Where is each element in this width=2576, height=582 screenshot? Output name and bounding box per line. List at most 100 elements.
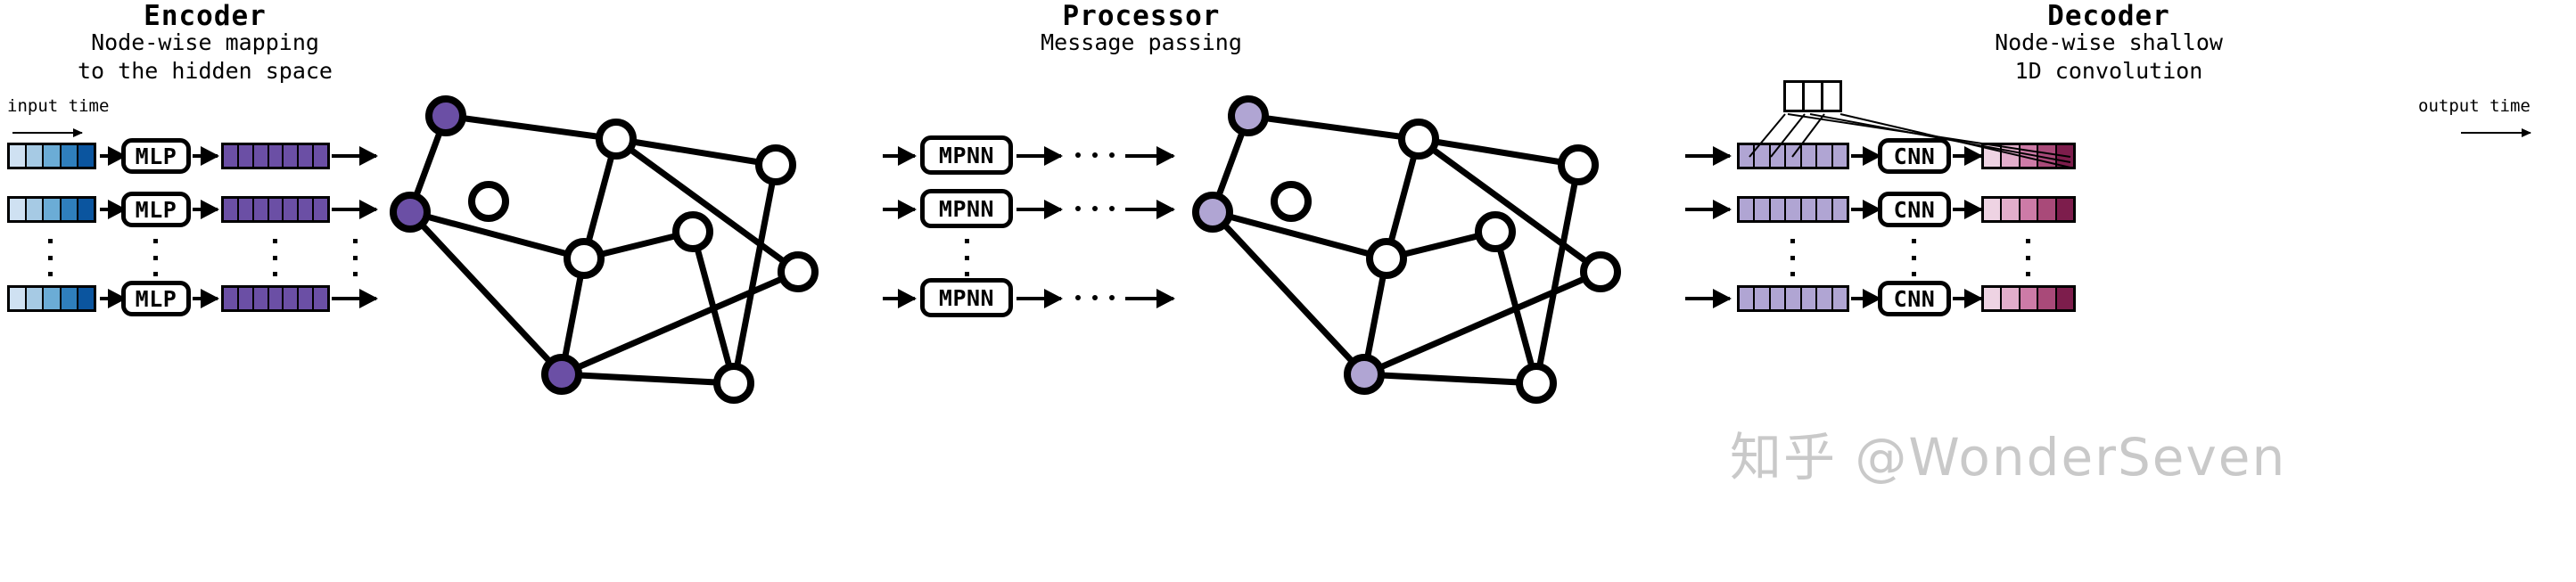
graph-node[interactable] (596, 119, 637, 160)
hidden-bar-3-cell-2 (236, 288, 252, 309)
input-bar-1-cell-1 (10, 145, 26, 167)
input-bar-2-cell-1 (10, 199, 26, 220)
input-bar-3-cell-3 (42, 288, 60, 309)
output-time-label: output time (2418, 96, 2531, 116)
hidden-bar-1-cell-5 (282, 145, 298, 167)
encoder-subtitle-line1: Node-wise mapping (91, 29, 319, 55)
cnn-block-row-2[interactable]: CNN (1878, 192, 1951, 227)
decoder-bar-1-cell-7 (1831, 145, 1847, 167)
input-bar-3-cell-5 (76, 288, 95, 309)
graph-node[interactable] (1344, 354, 1385, 395)
graph-edge (1415, 135, 1582, 168)
arrow-hidden-to-graph-3 (332, 289, 378, 308)
conv-kernel (1783, 80, 1842, 112)
output-bar-3-cell-3 (2018, 288, 2037, 309)
arrow-mpnn-out-3 (1016, 289, 1063, 308)
mpnn-block-row-3[interactable]: MPNN (920, 278, 1013, 317)
arrow-mpnn-to-graph-2 (1125, 200, 1175, 219)
graph-node[interactable] (1516, 363, 1557, 404)
hidden-bar-2-cell-2 (236, 199, 252, 220)
graph-node[interactable] (1475, 211, 1516, 252)
input-time-label: input time (7, 96, 110, 116)
decoder-bar-1-cell-2 (1753, 145, 1769, 167)
graph-edges (1209, 112, 1604, 387)
graph-node[interactable] (1366, 238, 1407, 279)
hidden-bar-2-cell-3 (251, 199, 267, 220)
cnn-block-row-3[interactable]: CNN (1878, 281, 1951, 316)
decoder-bar-3-cell-5 (1799, 288, 1816, 309)
graph-edge (1361, 371, 1540, 387)
arrow-graph-to-mpnn-1 (883, 146, 917, 166)
decoder-bar-2-cell-3 (1768, 199, 1785, 220)
graph-edge (1533, 161, 1582, 387)
output-bar-3-cell-2 (2000, 288, 2019, 309)
output-bar-1-cell-2 (2000, 145, 2019, 167)
decoder-bar-3-cell-4 (1784, 288, 1800, 309)
output-bar-2-cell-3 (2018, 199, 2037, 220)
mlp-block-row-2[interactable]: MLP (121, 192, 191, 227)
arrow-hidden-to-graph-2 (332, 200, 378, 219)
output-bar-2-cell-4 (2037, 199, 2055, 220)
graph-node[interactable] (672, 211, 713, 252)
output-bar-3-cell-5 (2054, 288, 2074, 309)
arrow-mpnn-out-1 (1016, 146, 1063, 166)
arrow-graph-to-decoder-2 (1685, 200, 1732, 219)
vertical-ellipsis-decoder-bar (1790, 239, 1795, 276)
graph-node[interactable] (468, 181, 509, 222)
processor-subtitle-line1: Message passing (1041, 29, 1242, 55)
graph-node[interactable] (425, 95, 466, 136)
decoder-bar-row-3 (1737, 285, 1849, 312)
arrow-cnn-to-output-3 (1953, 289, 1983, 308)
mpnn-block-row-1[interactable]: MPNN (920, 135, 1013, 175)
hidden-bar-1-cell-3 (251, 145, 267, 167)
output-bar-1-cell-3 (2018, 145, 2037, 167)
graph-edge (1383, 135, 1422, 262)
horizontal-ellipsis-3 (1075, 294, 1115, 301)
output-bar-row-1 (1981, 143, 2076, 169)
output-bar-row-3 (1981, 285, 2076, 312)
graph-node[interactable] (755, 144, 796, 185)
output-time-arrow-icon (2461, 128, 2531, 137)
graph-nodes (1192, 95, 1621, 404)
decoder-bar-2-cell-4 (1784, 199, 1800, 220)
graph-node[interactable] (1192, 192, 1233, 233)
graph-node[interactable] (778, 251, 819, 292)
vertical-ellipsis-mlp (153, 239, 158, 276)
arrow-graph-to-mpnn-2 (883, 200, 917, 219)
graph-node[interactable] (541, 354, 582, 395)
cnn-block-row-1[interactable]: CNN (1878, 138, 1951, 174)
graph-edge (613, 135, 802, 275)
decoder-bar-row-2 (1737, 196, 1849, 223)
input-time-arrow-icon (12, 128, 83, 137)
mlp-block-row-3[interactable]: MLP (121, 281, 191, 316)
hidden-bar-row-3 (221, 285, 330, 312)
horizontal-ellipsis-1 (1075, 152, 1115, 159)
graph-edge (1415, 135, 1604, 275)
hidden-bar-3-cell-3 (251, 288, 267, 309)
decoder-bar-3-cell-6 (1815, 288, 1831, 309)
graph-edge (407, 209, 565, 378)
graph-node[interactable] (1580, 251, 1621, 292)
hidden-bar-3-cell-4 (267, 288, 283, 309)
graph-node[interactable] (390, 192, 431, 233)
arrow-mlp-to-hidden-2 (193, 200, 219, 219)
graph-node[interactable] (1398, 119, 1439, 160)
decoder-bar-2-cell-1 (1740, 199, 1754, 220)
graph-node[interactable] (713, 363, 754, 404)
graph-edge (407, 209, 588, 262)
decoder-bar-3-cell-7 (1831, 288, 1847, 309)
hidden-bar-1-cell-7 (312, 145, 328, 167)
decoder-bar-1-cell-4 (1784, 145, 1800, 167)
graph-edge (558, 371, 737, 387)
mpnn-block-row-2[interactable]: MPNN (920, 189, 1013, 228)
mlp-block-row-1[interactable]: MLP (121, 138, 191, 174)
hidden-bar-2-cell-4 (267, 199, 283, 220)
graph-node[interactable] (1271, 181, 1312, 222)
graph-node[interactable] (1558, 144, 1599, 185)
arrow-graph-to-decoder-1 (1685, 146, 1732, 166)
input-bar-1-cell-4 (59, 145, 77, 167)
decoder-title: Decoder (2047, 0, 2170, 32)
graph-node[interactable] (564, 238, 605, 279)
graph-node[interactable] (1228, 95, 1269, 136)
